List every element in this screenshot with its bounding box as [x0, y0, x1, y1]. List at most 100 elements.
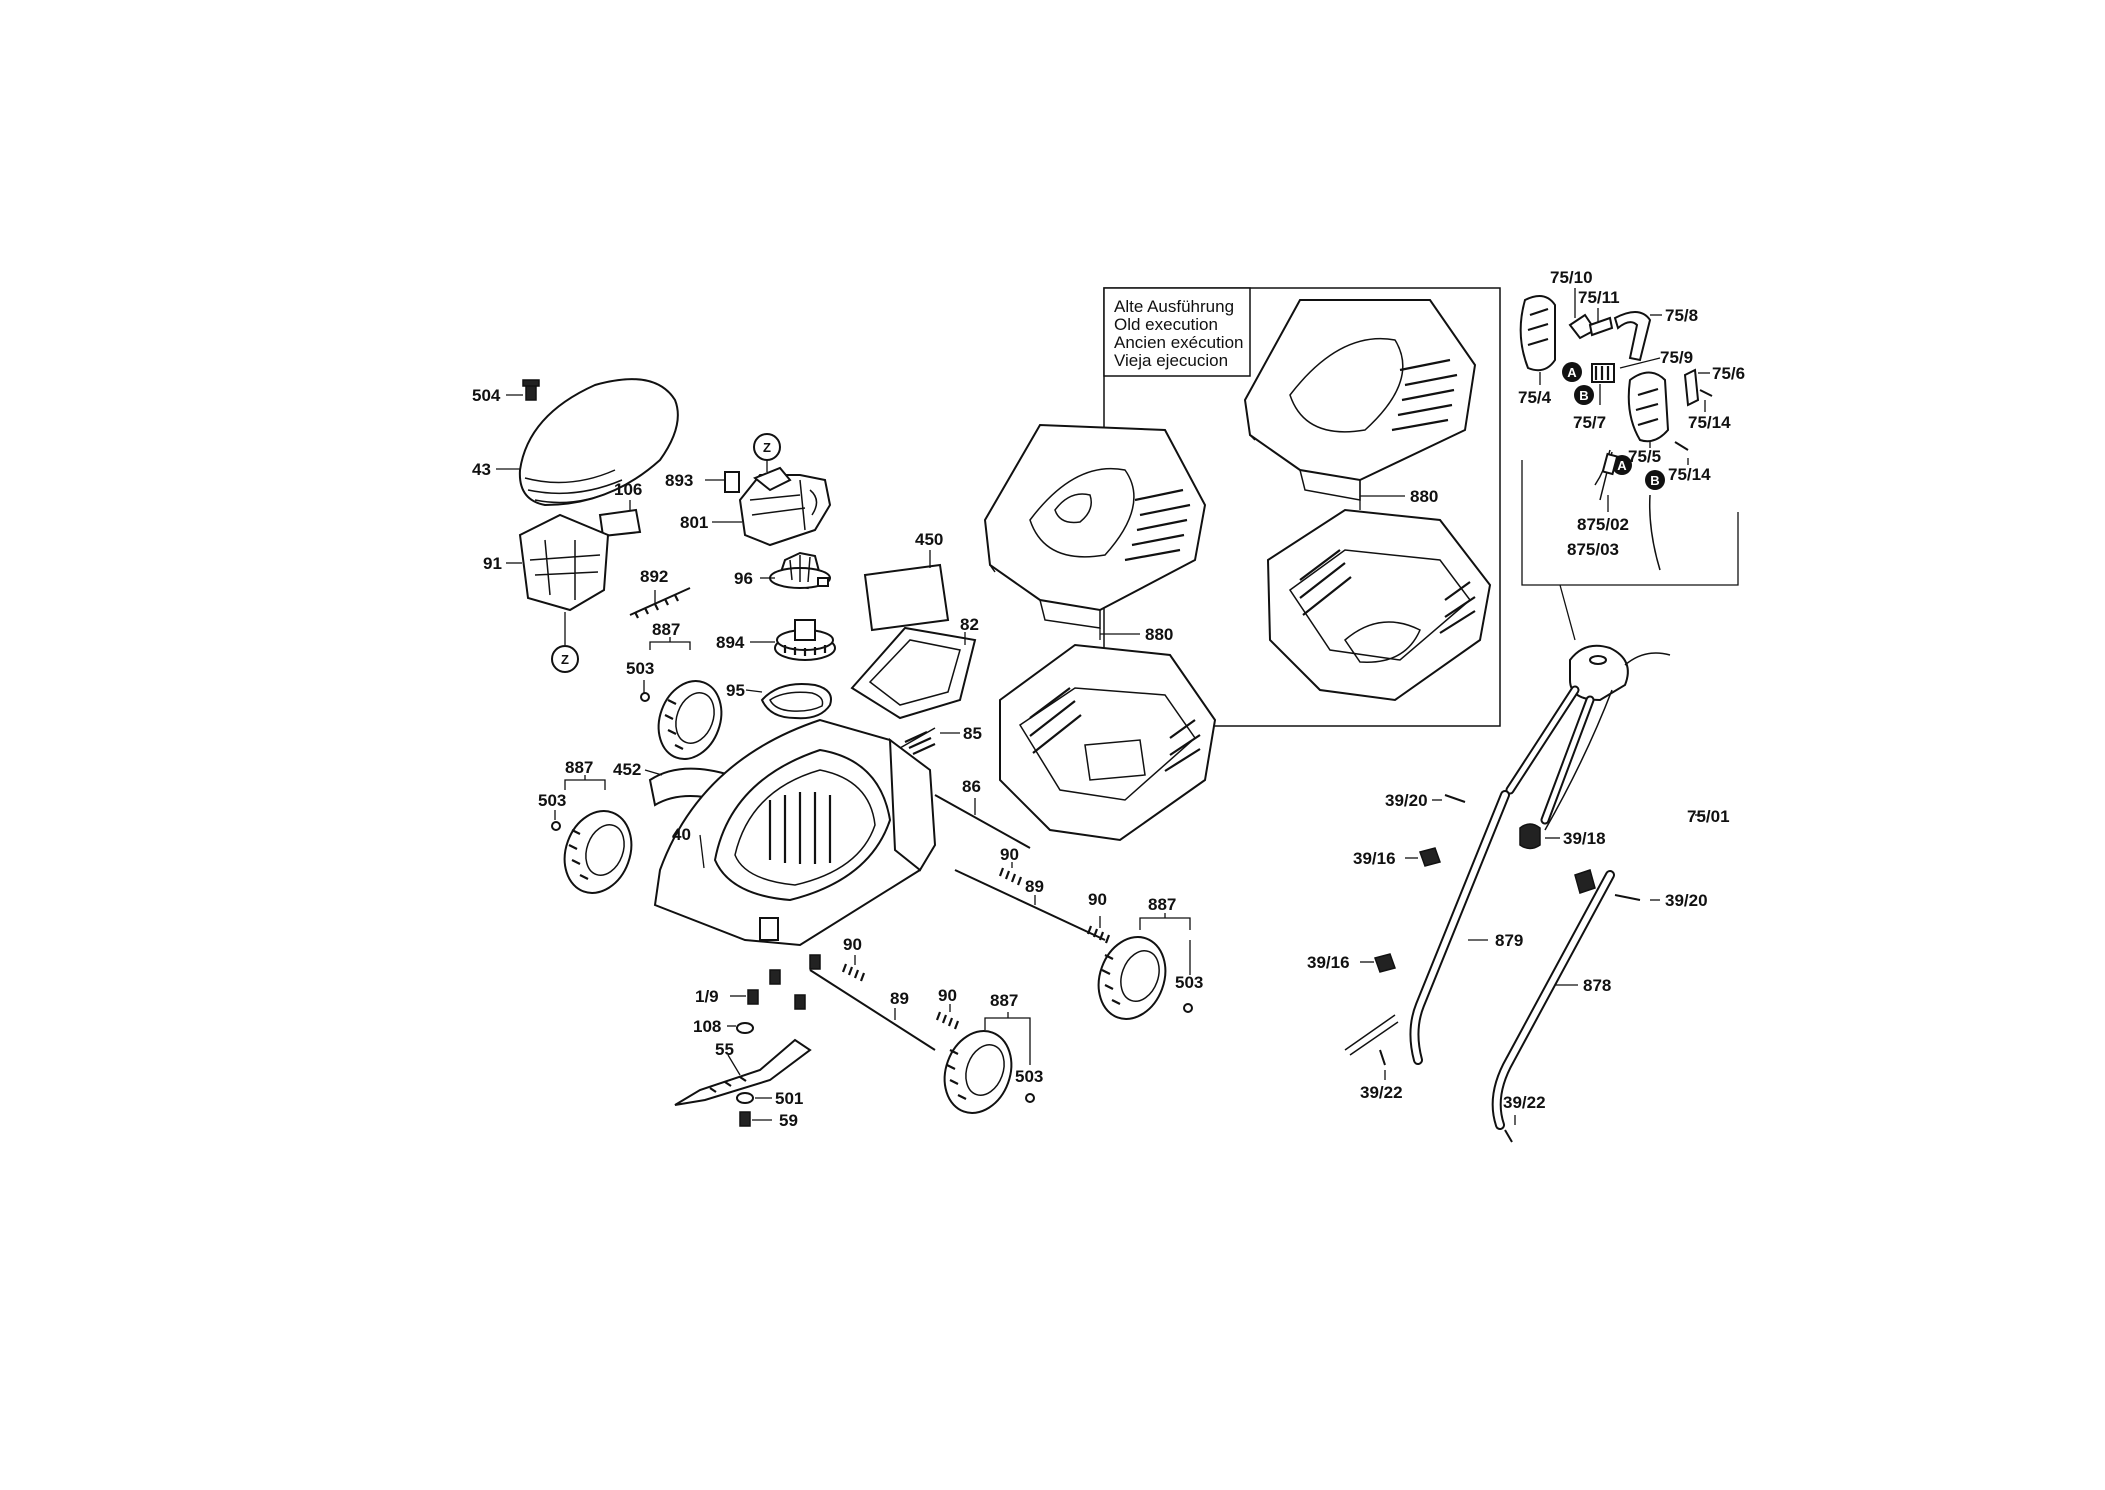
spring-90-a [998, 867, 1023, 886]
wheel-cap-503-b [551, 821, 561, 831]
washer-501 [736, 1092, 754, 1104]
shell-75-5 [1627, 371, 1670, 443]
notice-line-fr: Ancien exécution [1114, 333, 1243, 352]
svg-text:A: A [1617, 458, 1627, 473]
label-75-10: 75/10 [1550, 268, 1593, 287]
screw-75-14-a [1699, 389, 1713, 397]
screw-1-9-d [794, 994, 806, 1010]
label-503-a: 503 [626, 659, 654, 678]
marker-z-top: Z [753, 433, 781, 461]
label-75-01: 75/01 [1687, 807, 1730, 826]
wheel-887-a [657, 680, 723, 760]
plate-75-6 [1683, 368, 1700, 407]
label-504: 504 [472, 386, 501, 405]
wheel-887-b [563, 810, 633, 894]
label-75-6: 75/6 [1712, 364, 1745, 383]
label-75-8: 75/8 [1665, 306, 1698, 325]
label-75-14-b: 75/14 [1668, 465, 1711, 484]
axle-89-b [809, 969, 936, 1051]
knob-39-18 [1519, 823, 1541, 850]
marker-b-cable: B [1645, 470, 1665, 490]
wheel-887-c [1097, 936, 1167, 1020]
label-880-new: 880 [1145, 625, 1173, 644]
label-43: 43 [472, 460, 491, 479]
motor-cover [518, 378, 679, 507]
nut-39-16-a [1419, 847, 1441, 867]
label-90-a: 90 [1000, 845, 1019, 864]
label-801: 801 [680, 513, 708, 532]
label-90-d: 90 [938, 986, 957, 1005]
spring-90-c [841, 963, 866, 982]
label-39-22-a: 39/22 [1360, 1083, 1403, 1102]
nut-39-16-c [1574, 869, 1596, 894]
lower-handle-879 [1344, 790, 1510, 1065]
marker-b-top: B [1574, 385, 1594, 405]
blade-55 [674, 1038, 812, 1106]
washer-108 [736, 1022, 754, 1034]
spring-90-b [1086, 925, 1111, 944]
label-878: 878 [1583, 976, 1611, 995]
label-875-03: 875/03 [1567, 540, 1619, 559]
marker-z-bottom: Z [551, 645, 579, 673]
nut-39-16-b [1374, 953, 1396, 973]
old-grassbox-lid [1243, 299, 1477, 501]
label-879: 879 [1495, 931, 1523, 950]
label-82: 82 [960, 615, 979, 634]
switch-box-handle [1569, 644, 1671, 702]
label-892: 892 [640, 567, 668, 586]
label-887-c: 887 [1148, 895, 1176, 914]
axle-86 [934, 794, 1031, 849]
label-875-02: 875/02 [1577, 515, 1629, 534]
label-450: 450 [915, 530, 943, 549]
bushing-893 [724, 471, 740, 493]
cable-892 [629, 587, 691, 616]
notice-line-en: Old execution [1114, 315, 1218, 334]
label-894: 894 [716, 633, 745, 652]
label-39-16-b: 39/16 [1307, 953, 1350, 972]
flap-82 [850, 626, 977, 720]
leader-880-old [1359, 480, 1405, 497]
screw-504 [522, 379, 540, 401]
spring-90-d [935, 1011, 960, 1030]
label-503-b: 503 [538, 791, 566, 810]
label-108: 108 [693, 1017, 721, 1036]
label-75-14-a: 75/14 [1688, 413, 1731, 432]
label-90-b: 90 [1088, 890, 1107, 909]
svg-text:B: B [1579, 388, 1588, 403]
screw-75-14-b [1674, 441, 1689, 451]
svg-text:Z: Z [561, 652, 569, 667]
cable-875-03 [1648, 494, 1661, 571]
pulley-894 [774, 619, 836, 661]
label-39-20-a: 39/20 [1385, 791, 1428, 810]
bolt-39-20-a [1444, 794, 1466, 803]
part-75-11 [1588, 316, 1614, 337]
screw-39-22-a [1379, 1049, 1386, 1066]
old-execution-notice-box [1103, 287, 1251, 377]
label-39-16-a: 39/16 [1353, 849, 1396, 868]
wheel-887-d [943, 1030, 1013, 1114]
marker-a-top: A [1562, 362, 1582, 382]
label-40: 40 [672, 825, 691, 844]
label-95: 95 [726, 681, 745, 700]
label-85: 85 [963, 724, 982, 743]
label-503-c: 503 [1175, 973, 1203, 992]
svg-text:Z: Z [763, 440, 771, 455]
label-880-old: 880 [1410, 487, 1438, 506]
microswitch-75-7 [1591, 363, 1615, 383]
svg-text:A: A [1567, 365, 1577, 380]
label-91: 91 [483, 554, 502, 573]
label-59: 59 [779, 1111, 798, 1130]
wheel-cap-503-a [640, 692, 650, 702]
detail-bracket [1521, 460, 1739, 586]
label-39-20-b: 39/20 [1665, 891, 1708, 910]
motor-housing-91 [518, 513, 610, 612]
label-75-7: 75/7 [1573, 413, 1606, 432]
motor-801 [738, 466, 832, 547]
label-887-d: 887 [990, 991, 1018, 1010]
label-75-4: 75/4 [1518, 388, 1552, 407]
notice-line-de: Alte Ausführung [1114, 297, 1234, 316]
screw-1-9-c [747, 989, 759, 1005]
label-503-d: 503 [1015, 1067, 1043, 1086]
label-75-9: 75/9 [1660, 348, 1693, 367]
